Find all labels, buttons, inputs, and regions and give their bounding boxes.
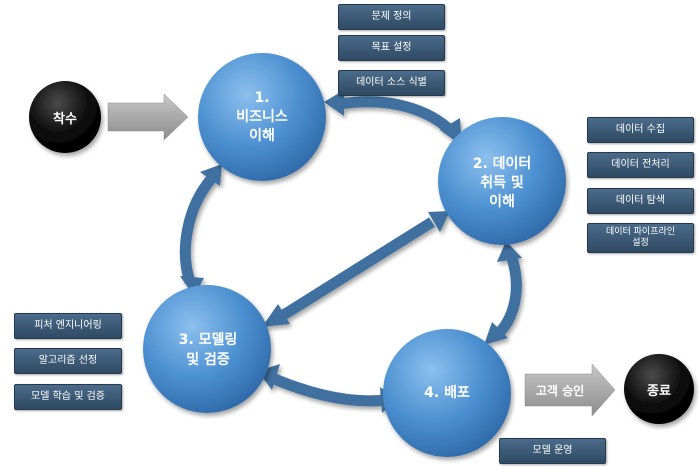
- phase4-task-chip: 모델 운영: [499, 438, 606, 464]
- phase1-node: [198, 53, 326, 181]
- end-node: [624, 354, 694, 424]
- connector-phase2-phase3: [262, 211, 450, 327]
- approval-label: 고객 승인: [535, 383, 585, 398]
- phase2-label: 2. 데이터 취득 및 이해: [472, 155, 532, 210]
- connector-phase1-phase2: [324, 90, 462, 146]
- phase1-label: 1. 비즈니스 이해: [236, 89, 288, 144]
- phase4-label: 4. 배포: [424, 385, 470, 401]
- phase2-task-chip: 데이터 탐색: [587, 188, 694, 214]
- phase2-task-chip: 데이터 파이프라인 설정: [587, 223, 694, 253]
- phase2-task-chip: 데이터 수집: [587, 117, 694, 143]
- phase1-task-chip: 목표 설정: [338, 35, 445, 61]
- start-to-phase1-arrow: [107, 93, 189, 141]
- connector-phase1-phase3: [179, 164, 222, 296]
- end-label: 종료: [647, 383, 671, 399]
- start-label: 착수: [53, 111, 77, 127]
- phase4-node: [383, 329, 511, 457]
- phase2-task-chip: 데이터 전처리: [587, 152, 694, 178]
- phase3-node: [143, 285, 271, 413]
- phase1-task-chip: 문제 정의: [338, 4, 445, 30]
- phase3-task-chip: 피처 엔지니어링: [14, 313, 122, 339]
- connector-phase2-phase4: [484, 241, 522, 345]
- connector-phase3-phase4: [258, 364, 398, 413]
- phase2-node: [438, 117, 566, 245]
- phase3-task-chip: 모델 학습 및 검증: [14, 384, 122, 410]
- phase3-task-chip: 알고리즘 선정: [14, 348, 122, 374]
- start-node: [29, 81, 101, 153]
- phase3-label: 3. 모델링 및 검증: [178, 332, 238, 368]
- approval-arrow: [524, 363, 616, 417]
- phase1-task-chip: 데이터 소스 식별: [338, 70, 445, 96]
